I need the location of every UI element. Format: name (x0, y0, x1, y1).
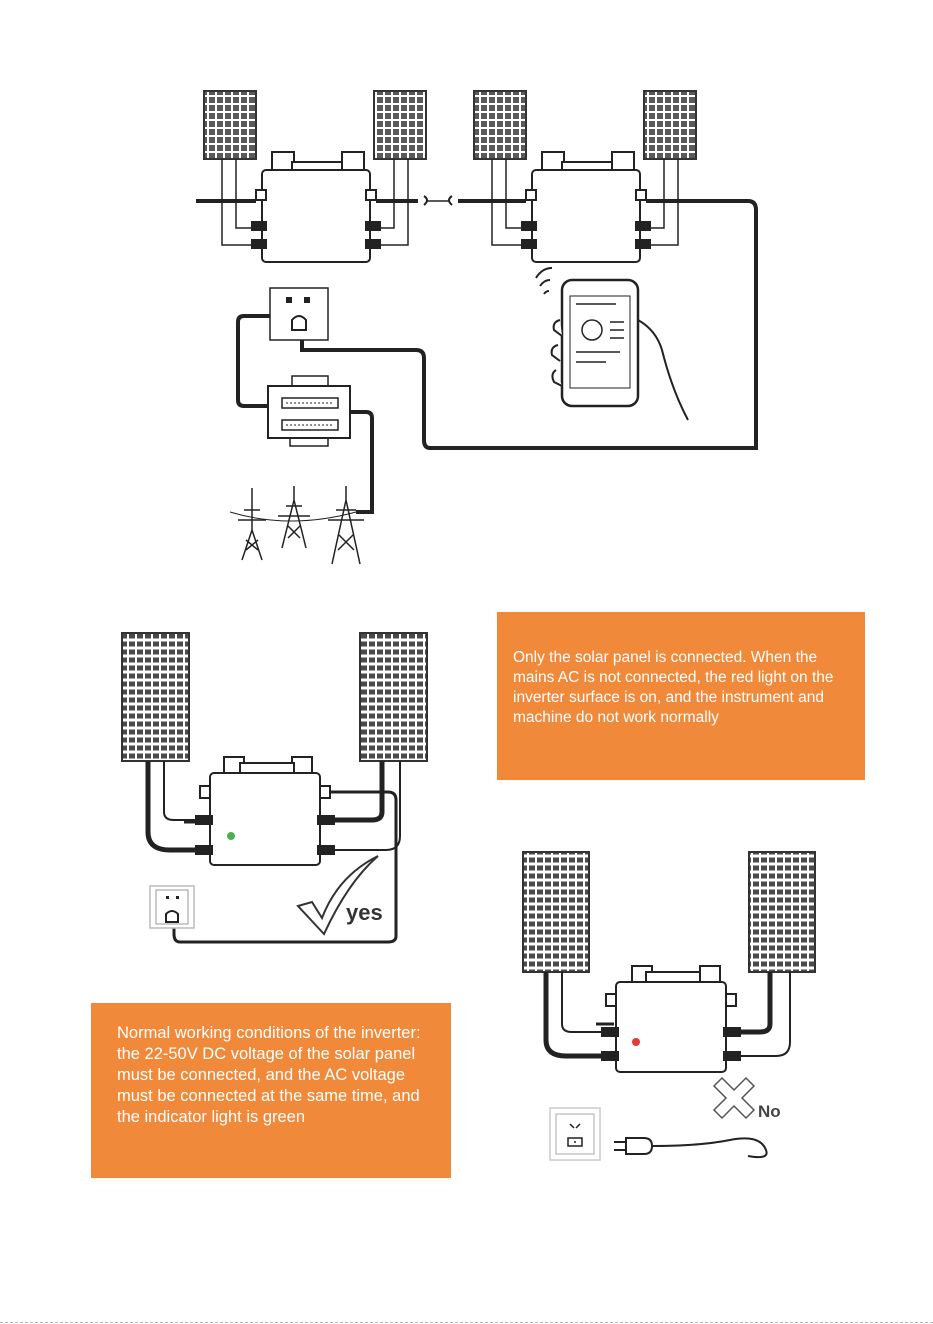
microinverter (251, 151, 381, 263)
fault-wiring-diagram (522, 851, 816, 1161)
microinverter (195, 756, 335, 866)
yes-label: yes (346, 900, 383, 925)
microinverter (521, 151, 651, 263)
wall-socket (149, 885, 195, 929)
smartphone-app (535, 267, 689, 421)
unplugged-plug (614, 1137, 768, 1159)
ac-not-connected-text: Only the solar panel is connected. When … (513, 649, 834, 726)
electricity-meter (267, 375, 351, 447)
normal-conditions-text: Normal working conditions of the inverte… (117, 1024, 421, 1126)
normal-wiring-diagram (121, 632, 428, 944)
solar-panel (748, 851, 816, 973)
solar-panel (373, 90, 427, 160)
indicator-light-red (632, 1038, 640, 1046)
power-pylons (229, 486, 364, 565)
solar-panel (203, 90, 257, 160)
solar-panel (643, 90, 697, 160)
system-diagram (196, 90, 758, 565)
cross-mark-icon (712, 1076, 756, 1120)
page-bottom-rule (0, 1322, 933, 1323)
solar-panel (522, 851, 590, 973)
solar-panel (473, 90, 527, 160)
normal-conditions-note: Normal working conditions of the inverte… (91, 1003, 451, 1178)
indicator-light-green (227, 832, 235, 840)
no-label: No (758, 1102, 781, 1121)
microinverter (601, 965, 741, 1073)
solar-panel (359, 632, 428, 762)
solar-panel (121, 632, 190, 762)
ac-not-connected-note: Only the solar panel is connected. When … (497, 612, 865, 780)
wall-socket (549, 1107, 601, 1161)
wall-socket (269, 287, 329, 341)
check-mark-icon (296, 855, 379, 936)
